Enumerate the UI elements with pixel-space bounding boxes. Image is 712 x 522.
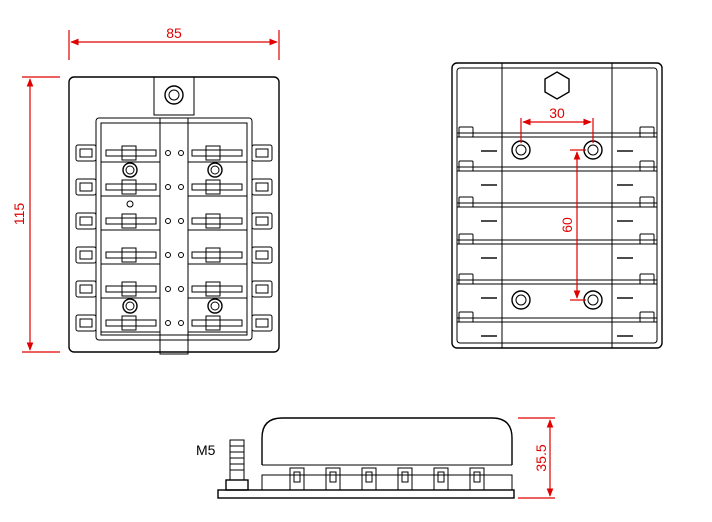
back-view [451,62,663,349]
side-terminal [469,467,485,491]
side-terminal [361,467,377,491]
fuse-row [75,178,273,197]
bus-bar [159,117,189,355]
hole-spacing-x-dimension: 30 [520,105,594,143]
front-mount-hole [207,298,223,314]
front-fuse-rows [75,144,273,333]
depth-dimension: 35.5 [518,417,555,499]
height-dimension-label: 115 [11,203,27,226]
side-terminal [289,467,305,491]
front-mount-hole [122,162,138,178]
mount-hole-top-left [511,140,531,160]
back-rib [457,233,657,259]
height-dimension: 115 [11,76,60,353]
hole-spacing-y-dimension: 60 [559,149,586,301]
fuse-row [75,246,273,265]
mount-hole-top-right [583,140,603,160]
depth-dimension-label: 35.5 [533,444,549,471]
back-rib [457,196,657,222]
width-dimension-label: 85 [166,25,182,41]
mount-hole-bottom-right [583,290,603,310]
stud-label: M5 [196,442,216,458]
width-dimension: 85 [68,25,280,60]
hex-nut-icon [544,71,570,100]
side-terminals [289,467,485,491]
back-rib-rows [457,126,657,337]
back-rib [457,160,657,186]
top-stud-tab [153,76,195,116]
fuse-row [75,144,273,163]
m5-stud [225,439,249,491]
fuse-row [75,314,273,333]
front-view [68,76,280,355]
back-rib [457,311,657,337]
front-mount-hole [207,162,223,178]
mount-hole-bottom-left [511,290,531,310]
front-mount-hole [122,298,138,314]
side-terminal [433,467,449,491]
side-view: M5 [196,417,515,499]
back-rib [457,126,657,152]
fuse-row [75,212,273,231]
side-terminal [325,467,341,491]
fuse-row [75,280,273,299]
hole-spacing-y-label: 60 [559,217,575,233]
hole-spacing-x-label: 30 [549,105,565,121]
back-rib [457,273,657,299]
side-terminal [397,467,413,491]
